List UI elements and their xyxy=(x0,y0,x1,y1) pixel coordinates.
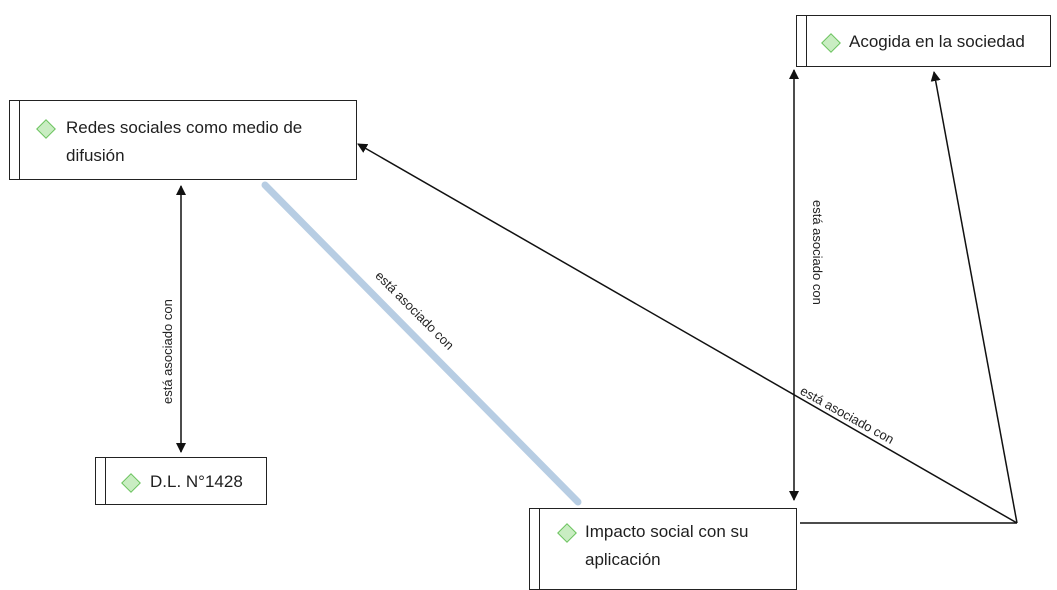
code-diamond-icon xyxy=(121,473,141,493)
link-impacto-redes[interactable] xyxy=(357,143,1018,524)
node-dl[interactable]: D.L. N°1428 xyxy=(95,457,267,505)
node-label: Impacto social con su aplicación xyxy=(585,522,749,569)
node-stripe xyxy=(806,16,807,66)
node-stripe xyxy=(539,509,540,589)
node-redes-sociales[interactable]: Redes sociales como medio de difusión xyxy=(9,100,357,180)
node-stripe xyxy=(19,101,20,179)
code-diamond-icon xyxy=(557,523,577,543)
link-impacto-acogida[interactable] xyxy=(930,71,1018,524)
node-label: D.L. N°1428 xyxy=(150,472,243,491)
code-diamond-icon xyxy=(36,119,56,139)
node-acogida[interactable]: Acogida en la sociedad xyxy=(796,15,1051,67)
link-redes-impacto[interactable] xyxy=(261,181,582,506)
relation-label-redes-dl: está asociado con xyxy=(160,299,175,404)
code-diamond-icon xyxy=(821,33,841,53)
relation-label-acogida-impacto: está asociado con xyxy=(810,200,825,305)
node-label: Acogida en la sociedad xyxy=(849,32,1025,51)
node-impacto-social[interactable]: Impacto social con su aplicación xyxy=(529,508,797,590)
node-stripe xyxy=(105,458,106,504)
node-label: Redes sociales como medio de difusión xyxy=(66,118,303,165)
